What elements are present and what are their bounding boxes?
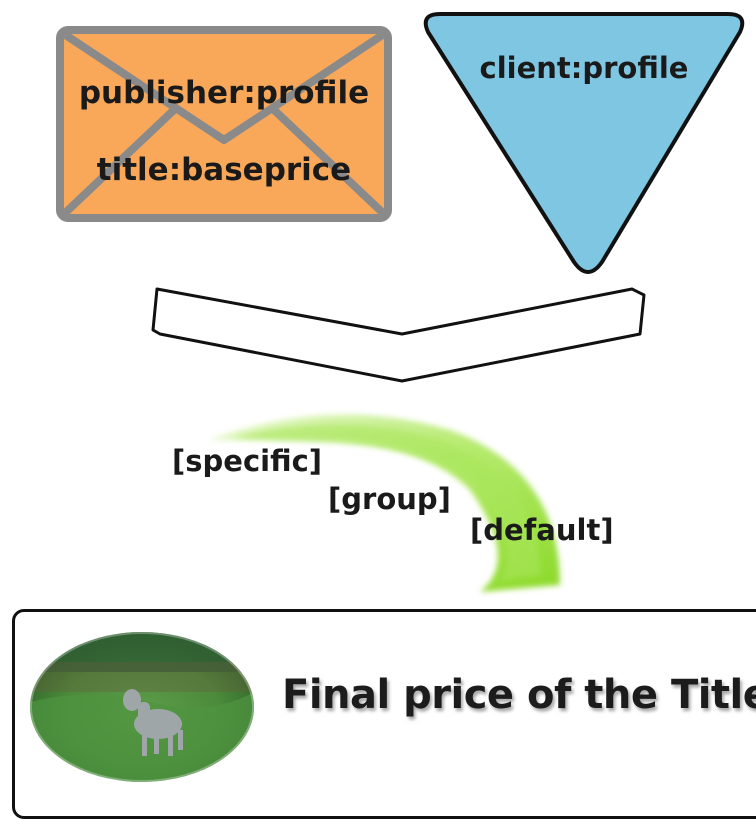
precedence-specific: [specific]: [172, 444, 322, 478]
envelope-shape: publisher:profile title:baseprice: [56, 26, 392, 222]
precedence-group: [group]: [328, 482, 451, 516]
triangle-shape: [423, 12, 745, 274]
final-price-title: Final price of the Title: [282, 672, 756, 718]
merge-chevron: [151, 287, 646, 383]
precedence-swoosh: [210, 414, 560, 592]
envelope-line1-label: publisher:profile: [79, 75, 369, 111]
envelope-flap-lines: [61, 30, 387, 217]
dog-in-grass-photo: [30, 632, 254, 782]
precedence-default: [default]: [470, 513, 614, 547]
client-triangle: client:profile: [423, 12, 745, 274]
envelope-line2-label: title:baseprice: [97, 152, 351, 188]
triangle-label: client:profile: [480, 51, 689, 85]
envelope-body: [56, 26, 392, 222]
